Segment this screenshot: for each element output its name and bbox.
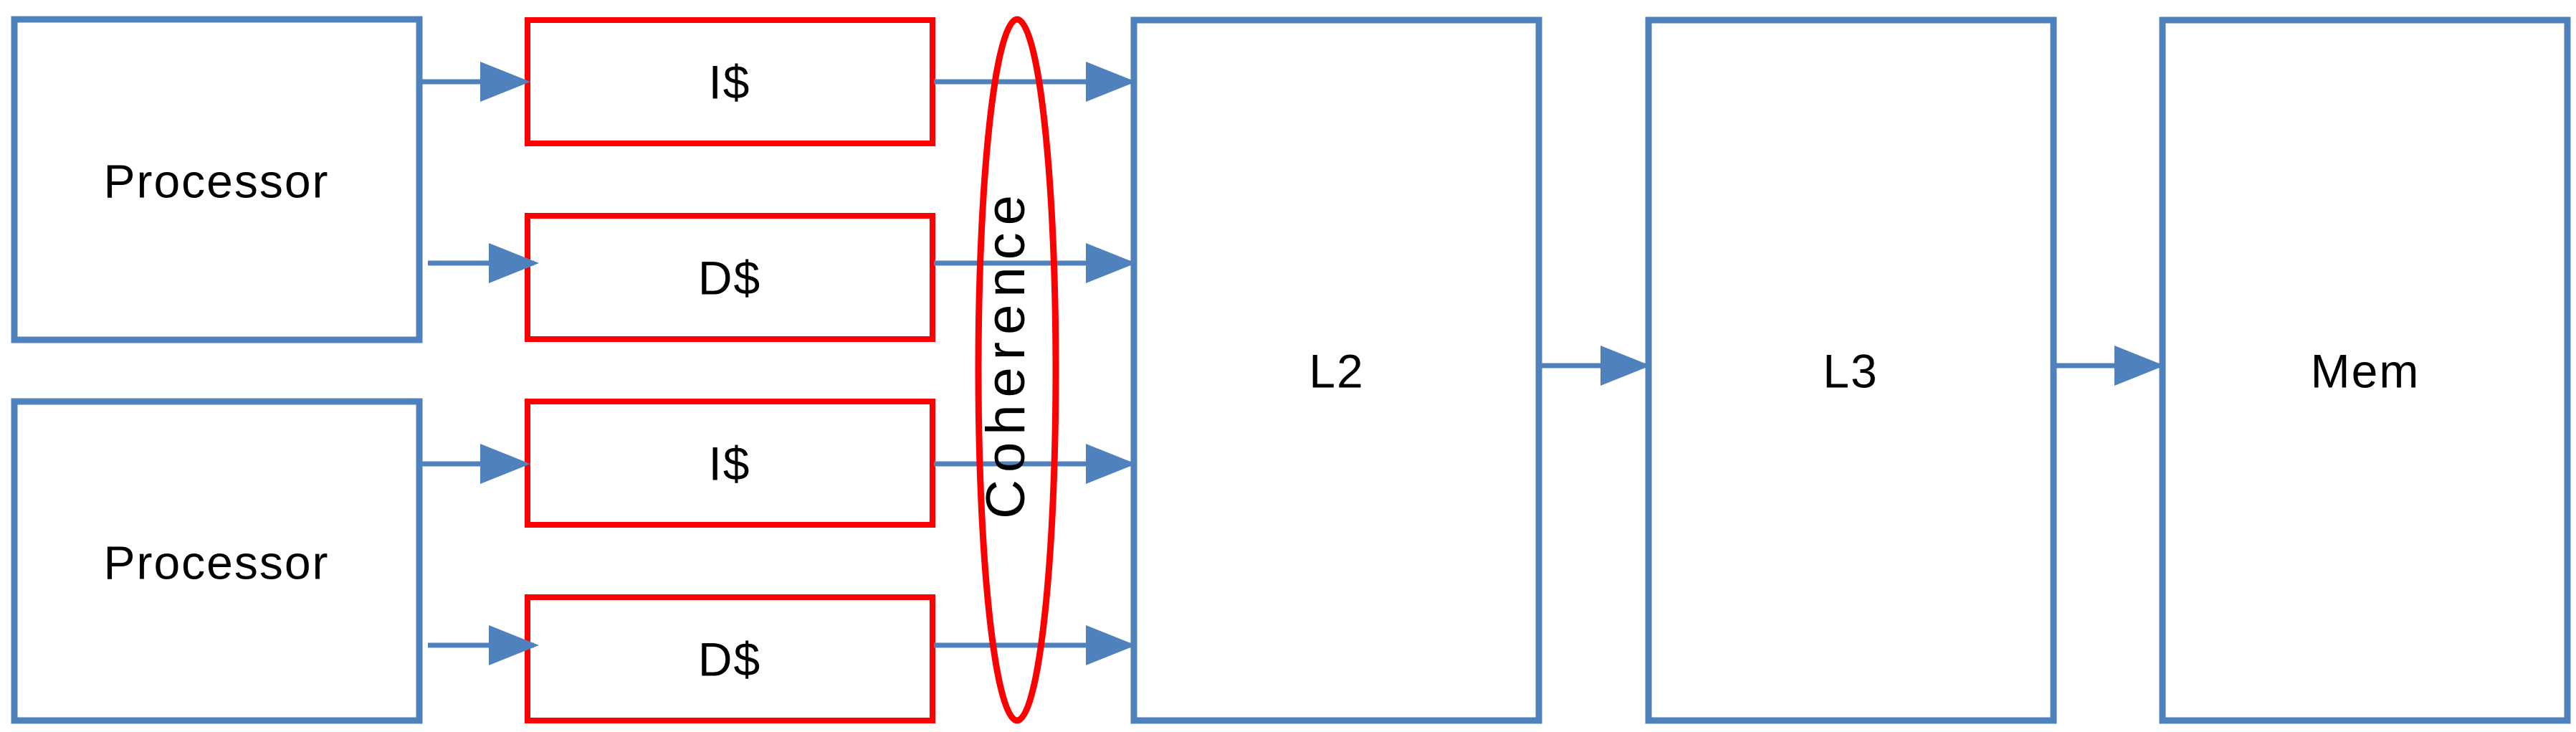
l2-label: L2 <box>1309 344 1364 397</box>
icache-1-label: I$ <box>708 55 750 108</box>
l2-cache-block: L2 <box>1130 16 1542 724</box>
processor-2-block: Processor <box>11 398 423 724</box>
icache-2-label: I$ <box>708 437 750 490</box>
processor-1-label: Processor <box>103 154 329 207</box>
coherence-bus: Coherence <box>975 16 1059 724</box>
mem-label: Mem <box>2311 344 2420 397</box>
l3-label: L3 <box>1823 344 1878 397</box>
processor-1-block: Processor <box>11 16 423 343</box>
processor-2-label: Processor <box>103 536 329 589</box>
dcache-2-block: D$ <box>525 594 935 723</box>
dcache-1-block: D$ <box>525 213 935 342</box>
memory-block: Mem <box>2159 16 2571 724</box>
coherence-label: Coherence <box>975 188 1036 519</box>
dcache-1-label: D$ <box>698 251 761 304</box>
icache-1-block: I$ <box>525 17 935 146</box>
dcache-2-label: D$ <box>698 632 761 685</box>
icache-2-block: I$ <box>525 399 935 528</box>
l3-cache-block: L3 <box>1645 16 2057 724</box>
